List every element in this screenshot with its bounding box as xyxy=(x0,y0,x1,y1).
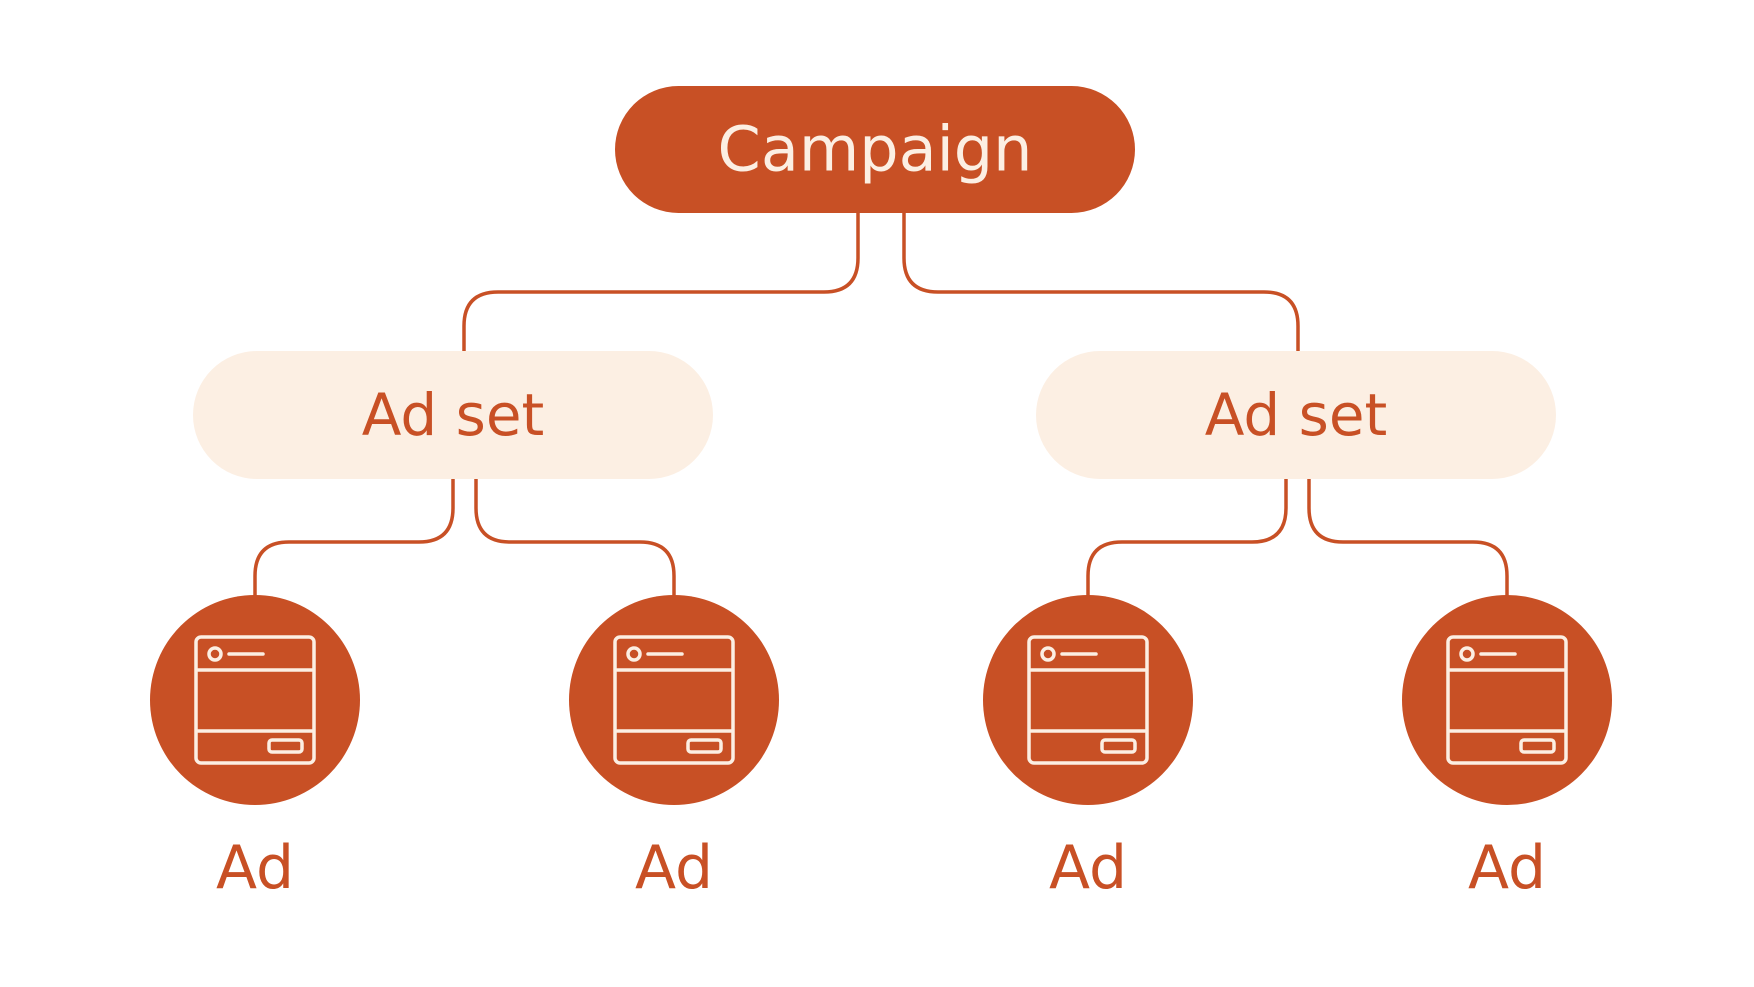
campaign-pill xyxy=(615,86,1135,213)
ad-node-4: Ad xyxy=(1402,595,1612,903)
ad-set-node-1: Ad set xyxy=(193,351,713,479)
ad-circle-1 xyxy=(150,595,360,805)
ad-label-1: Ad xyxy=(216,833,294,903)
ad-node-2: Ad xyxy=(569,595,779,903)
connector-campaign-to-adset-1 xyxy=(462,210,860,354)
ad-browser-window-icon xyxy=(1027,635,1149,765)
ad-node-1: Ad xyxy=(150,595,360,903)
ad-label-2: Ad xyxy=(635,833,713,903)
connector-campaign-to-adset-2 xyxy=(902,210,1300,354)
ad-circle-3 xyxy=(983,595,1193,805)
connector-adset-1-to-ad-2 xyxy=(474,476,676,599)
ad-circle-2 xyxy=(569,595,779,805)
ad-circle-4 xyxy=(1402,595,1612,805)
ad-label-3: Ad xyxy=(1049,833,1127,903)
ad-set-node-2: Ad set xyxy=(1036,351,1556,479)
connector-adset-2-to-ad-3 xyxy=(1086,476,1288,599)
ad-set-pill-1 xyxy=(193,351,713,479)
ad-browser-window-icon xyxy=(613,635,735,765)
ad-browser-window-icon xyxy=(194,635,316,765)
ad-browser-window-icon xyxy=(1446,635,1568,765)
ad-node-3: Ad xyxy=(983,595,1193,903)
campaign-node: Campaign xyxy=(615,86,1135,213)
connector-adset-1-to-ad-1 xyxy=(253,476,455,599)
campaign-label: Campaign xyxy=(718,113,1033,186)
ad-set-pill-2 xyxy=(1036,351,1556,479)
ad-label-4: Ad xyxy=(1468,833,1546,903)
ad-set-label-2: Ad set xyxy=(1205,381,1388,449)
ad-set-label-1: Ad set xyxy=(362,381,545,449)
connector-adset-2-to-ad-4 xyxy=(1307,476,1509,599)
